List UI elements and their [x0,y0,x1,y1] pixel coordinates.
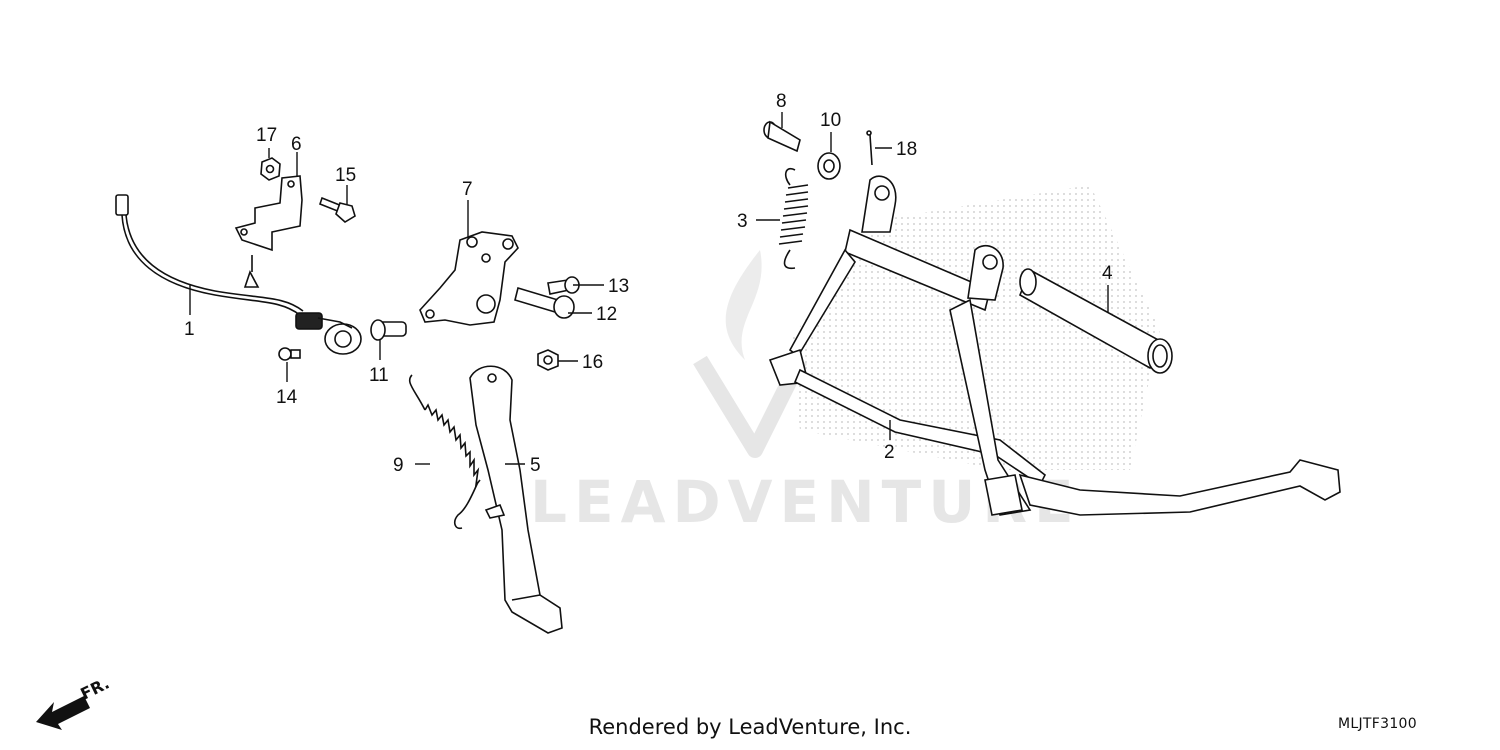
part-4-pipe-drawing [1018,268,1173,374]
part-number-8: 8 [776,91,787,112]
part-12-bolt-drawing [514,286,575,319]
part-18-pin-drawing [866,130,873,166]
part-6-bracket-drawing [234,175,303,252]
part-number-1: 1 [184,319,195,340]
front-arrow-label: FR. [77,674,112,704]
part-number-16: 16 [582,352,603,373]
part-number-2: 2 [884,442,895,463]
part-15-bolt-drawing [319,196,356,223]
part-1-switch-drawing [115,194,362,355]
part-17-nut-drawing [260,157,281,181]
watermark-logo [693,250,808,458]
part-9-spring-drawing [408,374,481,530]
part-number-6: 6 [291,134,302,155]
part-number-14: 14 [276,387,298,408]
part-number-17: 17 [256,125,277,146]
part-3-spring-drawing [778,167,809,270]
part-numbers: 1 2 3 4 5 6 7 8 9 10 11 12 13 14 15 16 1… [184,91,1113,476]
part-number-4: 4 [1102,263,1113,284]
render-credit: Rendered by LeadVenture, Inc. [588,715,912,739]
diagram-code: MLJTF3100 [1338,716,1417,732]
part-14-screw-drawing [278,347,301,361]
part-number-18: 18 [896,139,917,160]
part-number-3: 3 [737,211,748,232]
part-number-15: 15 [335,165,356,186]
part-2-main-stand-drawing [768,175,1341,516]
part-7-bracket-drawing [419,231,519,326]
part-11-bolt-drawing [370,319,407,341]
part-number-7: 7 [462,179,473,200]
part-number-11: 11 [369,365,389,386]
part-16-nut-drawing [537,349,559,371]
part-number-10: 10 [820,110,841,131]
part-number-9: 9 [393,455,404,476]
part-number-12: 12 [596,304,617,325]
part-number-5: 5 [530,455,541,476]
part-8-bolt-drawing [763,120,801,153]
part-number-13: 13 [608,276,629,297]
watermark-text: LEADVENTURE [530,468,1081,536]
part-10-washer-drawing [817,152,841,180]
part-5-stand-drawing [469,365,563,634]
leader-lines [189,112,1109,465]
